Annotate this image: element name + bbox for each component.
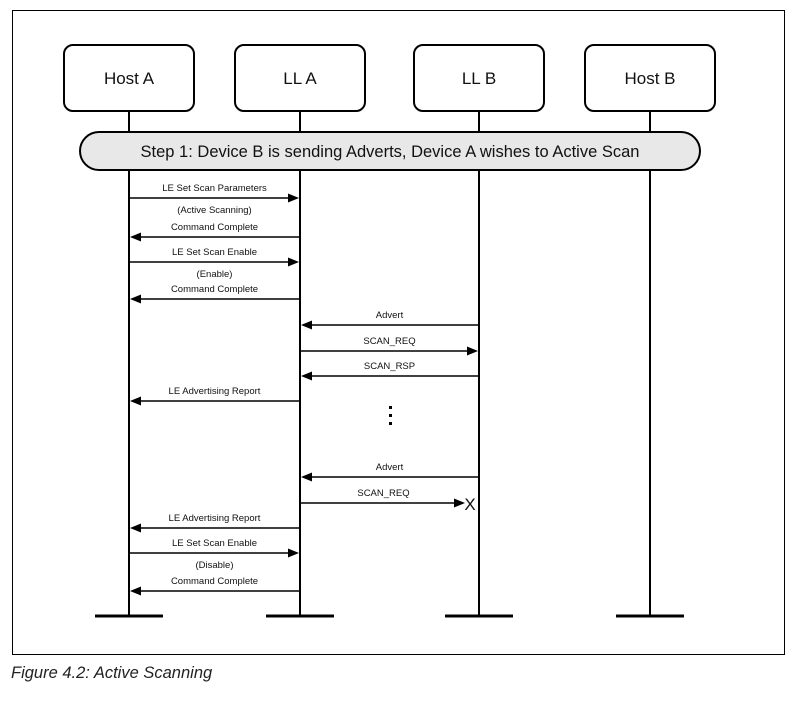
message: SCAN_RSP	[301, 361, 479, 381]
message-label: Advert	[376, 310, 404, 321]
message-sublabel: (Disable)	[195, 560, 233, 571]
continuation-dot	[389, 406, 392, 409]
message-label: SCAN_REQ	[363, 336, 415, 347]
message: SCAN_REQ X	[300, 488, 476, 514]
message-sublabel: (Active Scanning)	[177, 205, 251, 216]
continuation-dots	[389, 406, 392, 425]
message-arrowhead	[130, 232, 141, 242]
message: Advert	[301, 310, 479, 330]
message-arrowhead	[130, 586, 141, 596]
message: SCAN_REQ	[300, 336, 478, 356]
actor-box-host-b	[584, 44, 716, 112]
step-bar	[79, 131, 701, 171]
message: LE Set Scan Enable (Disable)	[129, 538, 299, 571]
figure-caption: Figure 4.2: Active Scanning	[11, 664, 213, 682]
message-arrowhead	[301, 472, 312, 482]
actor-label: Host B	[624, 69, 675, 88]
message-arrowhead	[467, 346, 478, 356]
actor-label: Host A	[104, 69, 155, 88]
message: LE Set Scan Parameters (Active Scanning)	[129, 183, 299, 216]
messages: LE Set Scan Parameters (Active Scanning) C…	[129, 183, 479, 596]
message: Command Complete	[130, 284, 300, 304]
message-label: Advert	[376, 462, 404, 473]
message: Command Complete	[130, 576, 300, 596]
message-label: LE Set Scan Parameters	[162, 183, 267, 194]
lifelines	[128, 111, 651, 616]
message-label: Command Complete	[171, 576, 258, 587]
message-arrowhead	[130, 294, 141, 304]
message-label: LE Set Scan Enable	[172, 247, 257, 258]
actor-box-ll-a	[234, 44, 366, 112]
message-arrowhead	[130, 523, 141, 533]
actor-box-ll-b	[413, 44, 545, 112]
message: Command Complete	[130, 222, 300, 242]
message: Advert	[301, 462, 479, 482]
message-label: SCAN_REQ	[357, 488, 409, 499]
continuation-dot	[389, 414, 392, 417]
message-arrowhead	[288, 193, 299, 203]
message-label: Command Complete	[171, 284, 258, 295]
actor-label: LL A	[283, 69, 317, 88]
message-label: LE Advertising Report	[169, 386, 261, 397]
message-arrowhead	[301, 320, 312, 330]
message-arrowhead	[454, 498, 465, 508]
message: LE Set Scan Enable (Enable)	[129, 247, 299, 280]
message-sublabel: (Enable)	[197, 269, 233, 280]
step-label: Step 1: Device B is sending Adverts, Dev…	[141, 143, 640, 161]
lost-message-mark: X	[464, 495, 475, 514]
message-label: SCAN_RSP	[364, 361, 415, 372]
diagram-frame	[12, 10, 785, 655]
step-banner: Step 1: Device B is sending Adverts, Dev…	[79, 131, 701, 171]
message-label: Command Complete	[171, 222, 258, 233]
message: LE Advertising Report	[130, 386, 300, 406]
message: LE Advertising Report	[130, 513, 300, 533]
message-arrowhead	[301, 371, 312, 381]
actor-label: LL B	[462, 69, 496, 88]
message-arrowhead	[288, 257, 299, 267]
actor-boxes: Host A LL A LL B Host B	[63, 44, 716, 112]
message-arrowhead	[130, 396, 141, 406]
message-label: LE Advertising Report	[169, 513, 261, 524]
message-label: LE Set Scan Enable	[172, 538, 257, 549]
actor-box-host-a	[63, 44, 195, 112]
continuation-dot	[389, 422, 392, 425]
message-arrowhead	[288, 548, 299, 558]
